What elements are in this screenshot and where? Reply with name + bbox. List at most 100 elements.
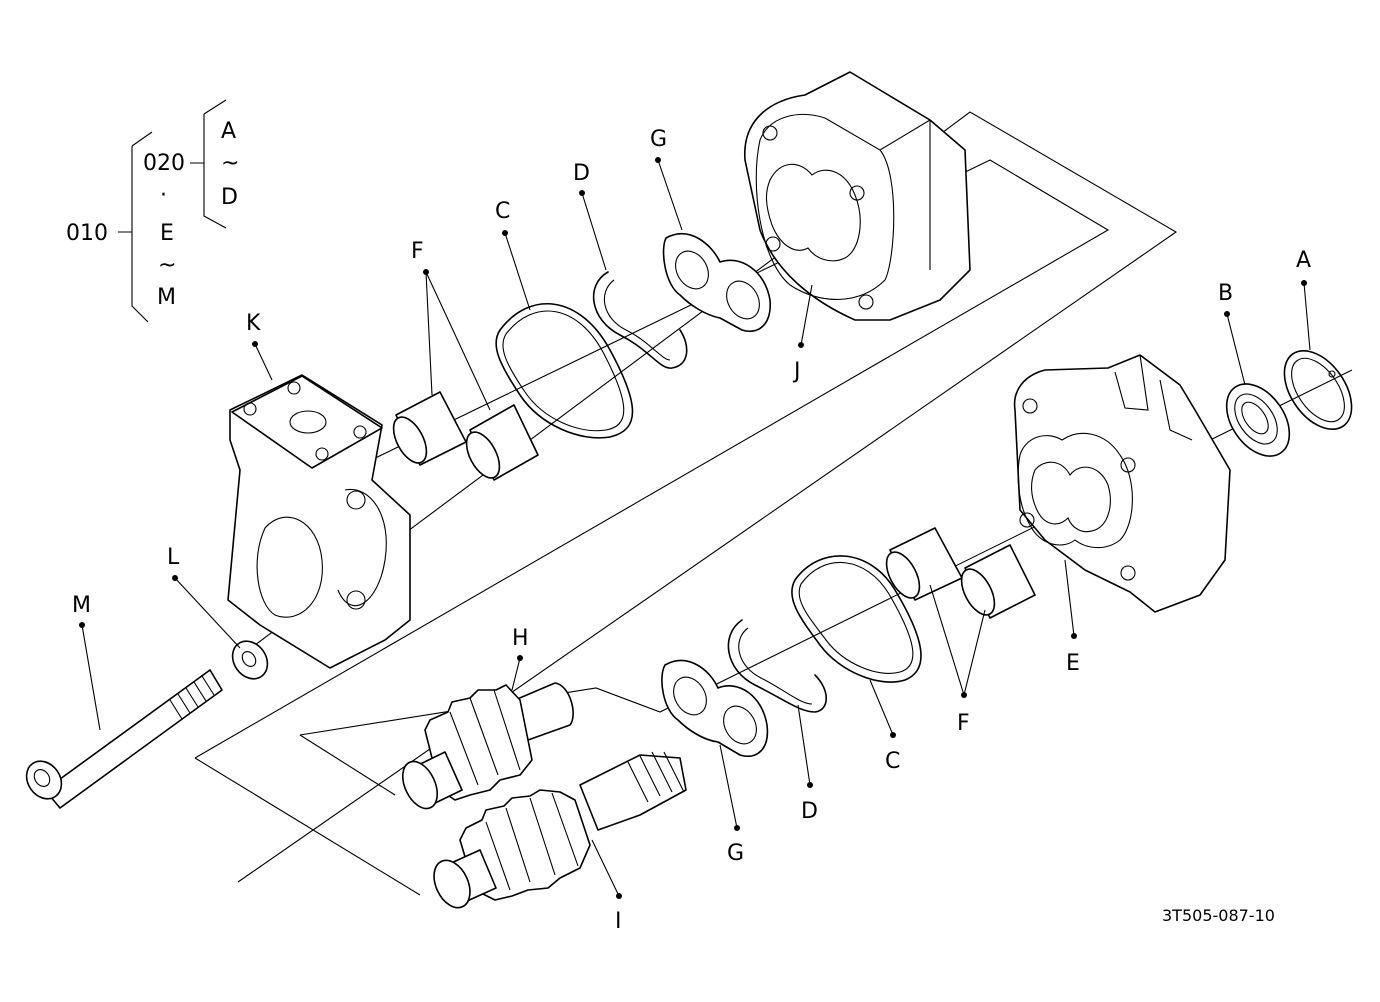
bolt-head — [25, 760, 63, 800]
snap-ring-eye — [1328, 370, 1336, 378]
gear-housing-body — [744, 71, 971, 321]
hierarchy-root-tilde: ~ — [158, 253, 176, 278]
backup-top-inner — [603, 279, 671, 361]
oil-seal-lip — [1234, 393, 1278, 445]
part-g-plate-top — [662, 233, 771, 332]
front-cover-bore — [1017, 432, 1133, 549]
washer-hole — [241, 651, 257, 667]
hierarchy-root-to: M — [157, 285, 176, 310]
upper-axis-line — [194, 159, 1110, 759]
label-e: E — [1066, 651, 1080, 676]
label-g-bottom: G — [727, 841, 744, 866]
part-j-gear-housing — [744, 71, 971, 321]
drive-gear-stub-end — [433, 859, 471, 909]
rear-cover-side — [337, 488, 387, 607]
side-plate-bottom-hole-2 — [723, 705, 757, 745]
gear-axis-line — [299, 734, 396, 796]
part-d-backup-bottom — [727, 619, 828, 713]
gear-housing-bore — [765, 163, 861, 262]
drive-shaft-splines — [627, 751, 685, 803]
rear-cover-side-hole-1 — [346, 490, 366, 510]
upper-assembly-frame — [237, 111, 1178, 883]
gear-housing-edge — [879, 119, 931, 270]
rear-cover-flange — [231, 375, 383, 469]
part-h-driven-gear — [401, 682, 574, 810]
part-c-seal-top — [495, 303, 634, 439]
rear-cover-body — [227, 374, 411, 669]
housing-hole-4 — [858, 294, 874, 310]
part-b-oil-seal — [1225, 383, 1291, 457]
hierarchy-group-from: A — [221, 119, 236, 144]
hierarchy-root-label: 010 — [66, 221, 108, 246]
label-j: J — [792, 359, 801, 384]
side-plate-top-hole-2 — [726, 280, 760, 320]
housing-hole-2 — [849, 185, 865, 201]
driven-gear-stub-end — [401, 760, 439, 810]
snap-ring-outer — [1283, 349, 1353, 431]
side-plate-top-hole-1 — [675, 250, 709, 290]
label-m: M — [72, 593, 91, 618]
oil-seal-outer — [1225, 383, 1291, 457]
part-f-bushings-top — [392, 391, 539, 481]
part-d-backup-top — [592, 271, 688, 369]
front-cover-body — [1013, 354, 1231, 613]
bushing-bottom-1-end — [885, 551, 921, 599]
label-k: K — [246, 311, 261, 336]
part-g-plate-bottom — [661, 659, 769, 757]
drive-shaft — [579, 754, 687, 831]
leader-lines — [79, 157, 1311, 899]
label-h: H — [512, 626, 529, 651]
label-d-bottom: D — [801, 799, 818, 824]
drawing-code: 3T505-087-10 — [1162, 906, 1275, 925]
front-cover-inner-bore — [1031, 461, 1111, 533]
bolt-shank — [44, 669, 223, 809]
housing-hole-3 — [765, 236, 781, 252]
seal-bottom-inner — [798, 562, 914, 674]
label-c-top: C — [495, 199, 510, 224]
seal-bottom-outer — [791, 555, 922, 683]
front-cover-hole-2 — [1120, 457, 1136, 473]
backup-top-outer — [592, 271, 688, 369]
label-a: A — [1296, 248, 1311, 273]
label-g-top: G — [650, 127, 667, 152]
part-m-bolt — [25, 669, 223, 809]
hierarchy-group-bracket — [190, 99, 227, 229]
rear-cover-bolt-hole-1 — [287, 381, 301, 395]
rear-cover-bolt-hole-2 — [243, 402, 257, 416]
part-i-drive-gear — [433, 751, 687, 909]
gear-housing-face — [755, 113, 895, 300]
front-cover-lug — [1114, 354, 1149, 411]
drive-gear-tooth-lines — [485, 792, 579, 891]
seal-top-inner — [502, 310, 625, 432]
rear-cover-bolt-hole-4 — [315, 447, 329, 461]
side-plate-top — [662, 233, 771, 332]
part-e-front-cover — [1013, 354, 1231, 613]
part-l-washer — [231, 640, 269, 680]
hierarchy-group-tilde: ~ — [221, 151, 239, 176]
rear-cover-boss — [256, 516, 323, 618]
part-a-snap-ring — [1283, 349, 1353, 431]
drive-gear-teeth — [459, 789, 591, 901]
rear-cover-port — [289, 410, 327, 434]
backup-bottom-outer — [727, 619, 828, 713]
label-f-top: F — [411, 239, 424, 264]
side-plate-bottom — [661, 659, 769, 757]
side-plate-bottom-hole-1 — [673, 676, 707, 716]
bushing-bottom-2-end — [960, 568, 996, 616]
front-cover-hole-1 — [1022, 398, 1038, 414]
bolt-thread — [169, 675, 215, 720]
snap-ring-inner — [1291, 357, 1345, 423]
bolt-socket — [33, 769, 51, 787]
hierarchy-group-to: D — [221, 185, 238, 210]
hierarchy-root-bracket — [118, 131, 153, 323]
rear-cover-side-hole-2 — [346, 590, 366, 610]
bushing-top-1-end — [392, 416, 428, 464]
front-cover-hole-4 — [1120, 565, 1136, 581]
callout-labels: A B C D F G J K L M H I G D C F E — [72, 127, 1311, 934]
part-hierarchy: 010 020 · E ~ M A ~ D — [66, 99, 239, 323]
hierarchy-group-label: 020 — [143, 151, 185, 176]
housing-hole-1 — [762, 125, 778, 141]
driven-gear-tooth-lines — [449, 689, 521, 786]
rear-cover-bolt-hole-3 — [353, 425, 367, 439]
